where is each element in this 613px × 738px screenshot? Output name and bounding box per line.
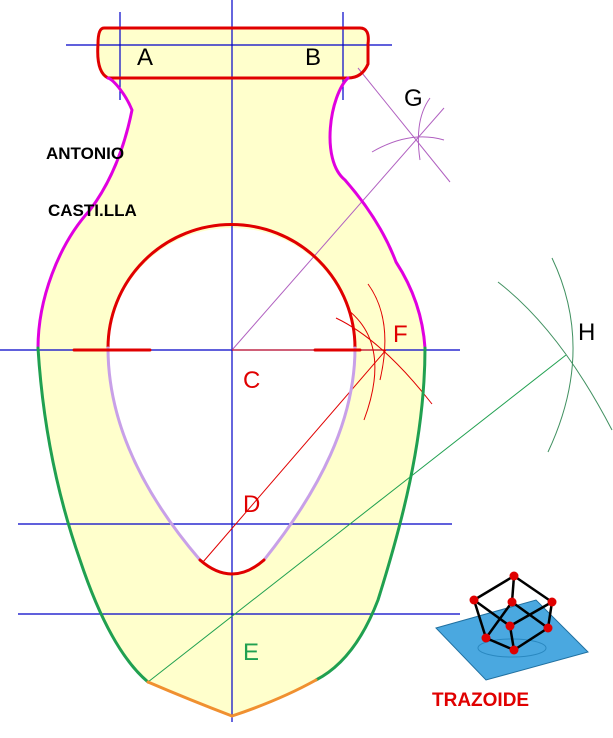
logo-cube-icon — [472, 574, 554, 652]
trazoide-logo: TRAZOIDE — [432, 571, 589, 711]
inner-top-arc — [106, 223, 357, 350]
logo-cube-vertices — [469, 571, 557, 655]
arc-f-1 — [347, 309, 376, 421]
arc-h-1 — [547, 257, 574, 453]
body-right-green — [314, 346, 427, 682]
line-c-g — [231, 107, 445, 351]
neck-shoulder-right — [328, 76, 427, 350]
label-c: C — [243, 367, 260, 394]
base-orange — [146, 678, 318, 718]
label-f: F — [393, 321, 408, 348]
label-h: H — [578, 319, 595, 346]
vase-outline — [36, 26, 427, 718]
body-left-green — [36, 346, 150, 684]
arc-g-2 — [417, 97, 431, 161]
arc-h-2 — [497, 281, 613, 431]
perpendicular-bisector-g — [357, 67, 451, 183]
inner-right-side — [262, 346, 357, 562]
label-d: D — [243, 491, 260, 518]
label-a: A — [137, 44, 153, 71]
label-b: B — [305, 44, 321, 71]
author-line-1: ANTONIO — [46, 144, 124, 163]
label-e: E — [243, 639, 259, 666]
author-line-2: CASTI.LLA — [48, 201, 137, 220]
label-g: G — [404, 85, 423, 112]
arc-g-1 — [371, 136, 445, 153]
line-d-f — [202, 349, 387, 563]
logo-text: TRAZOIDE — [432, 690, 529, 711]
arc-f-2 — [367, 283, 386, 381]
construction-arcs — [335, 97, 613, 453]
inner-left-side — [106, 346, 202, 562]
vase-body-fill — [38, 28, 425, 716]
inner-bottom-arc — [198, 558, 266, 576]
point-labels: A B G C F H D E — [137, 44, 595, 666]
neck-shoulder-left — [36, 76, 134, 350]
line-e-h — [147, 354, 567, 683]
arc-f-3 — [335, 317, 433, 405]
inner-opening — [72, 223, 362, 576]
